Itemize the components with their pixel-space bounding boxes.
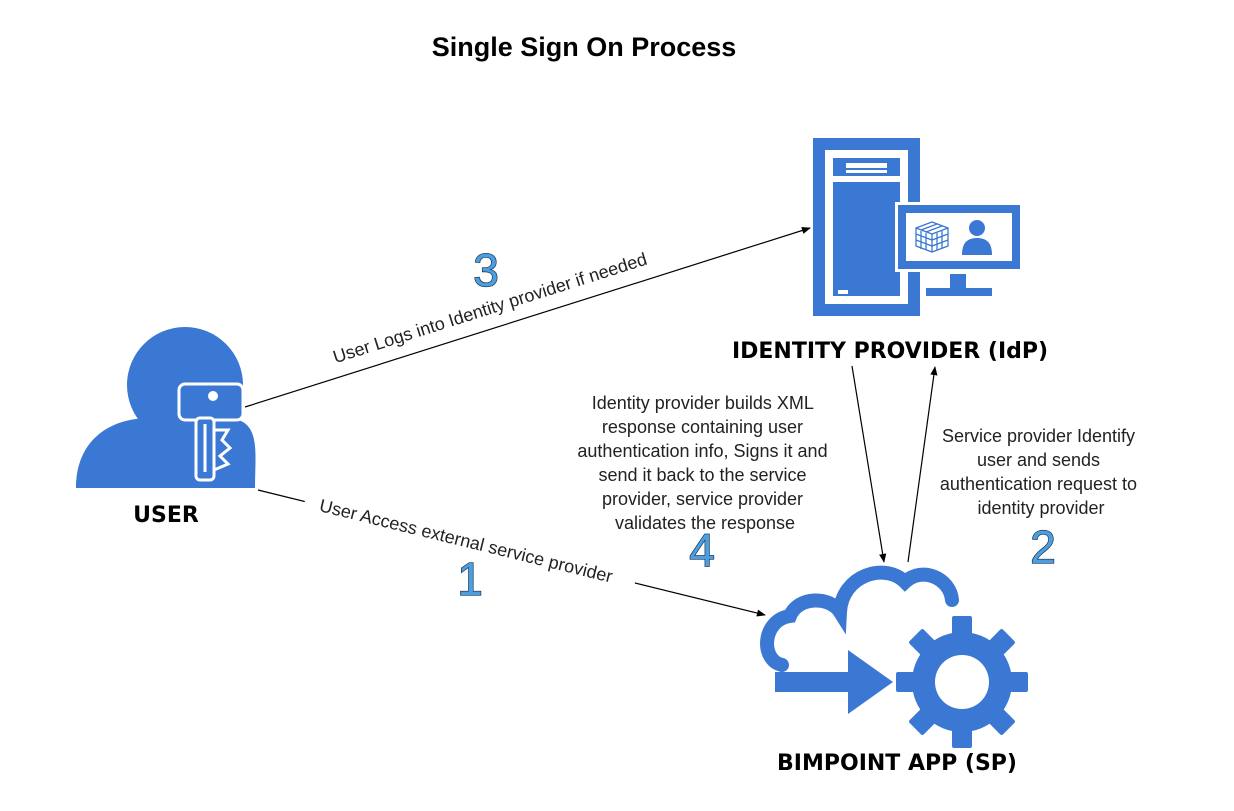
description-sp-to-idp-line: authentication request to	[940, 474, 1137, 494]
step-number-1: 1	[457, 553, 483, 605]
cloud-gear-icon	[760, 565, 1028, 748]
arrow-user-to-idp	[244, 227, 811, 408]
description-idp-to-sp: Identity provider builds XML response co…	[577, 393, 832, 533]
step-number-4: 4	[689, 524, 715, 576]
user-key-icon	[76, 327, 256, 488]
description-idp-to-sp-line: authentication info, Signs it and	[577, 441, 827, 461]
server-monitor-icon	[813, 138, 1023, 316]
description-sp-to-idp-line: Service provider Identify	[942, 426, 1135, 446]
description-idp-to-sp-line: send it back to the service	[598, 465, 806, 485]
description-idp-to-sp-line: Identity provider builds XML	[592, 393, 814, 413]
description-sp-to-idp-line: identity provider	[977, 498, 1104, 518]
step-number-2: 2	[1030, 521, 1056, 573]
user-label: USER	[133, 503, 199, 528]
arrow-sp-to-idp	[907, 366, 938, 563]
description-idp-to-sp-line: provider, service provider	[602, 489, 803, 509]
description-sp-to-idp: Service provider Identify user and sends…	[940, 426, 1142, 518]
arrow-idp-to-sp	[851, 365, 887, 563]
step-number-3: 3	[473, 244, 499, 296]
description-idp-to-sp-line: validates the response	[615, 513, 795, 533]
description-idp-to-sp-line: response containing user	[602, 417, 803, 437]
description-sp-to-idp-line: user and sends	[977, 450, 1100, 470]
idp-label: IDENTITY PROVIDER (IdP)	[732, 339, 1048, 364]
diagram-title: Single Sign On Process	[432, 32, 737, 62]
sp-label: BIMPOINT APP (SP)	[777, 751, 1017, 776]
